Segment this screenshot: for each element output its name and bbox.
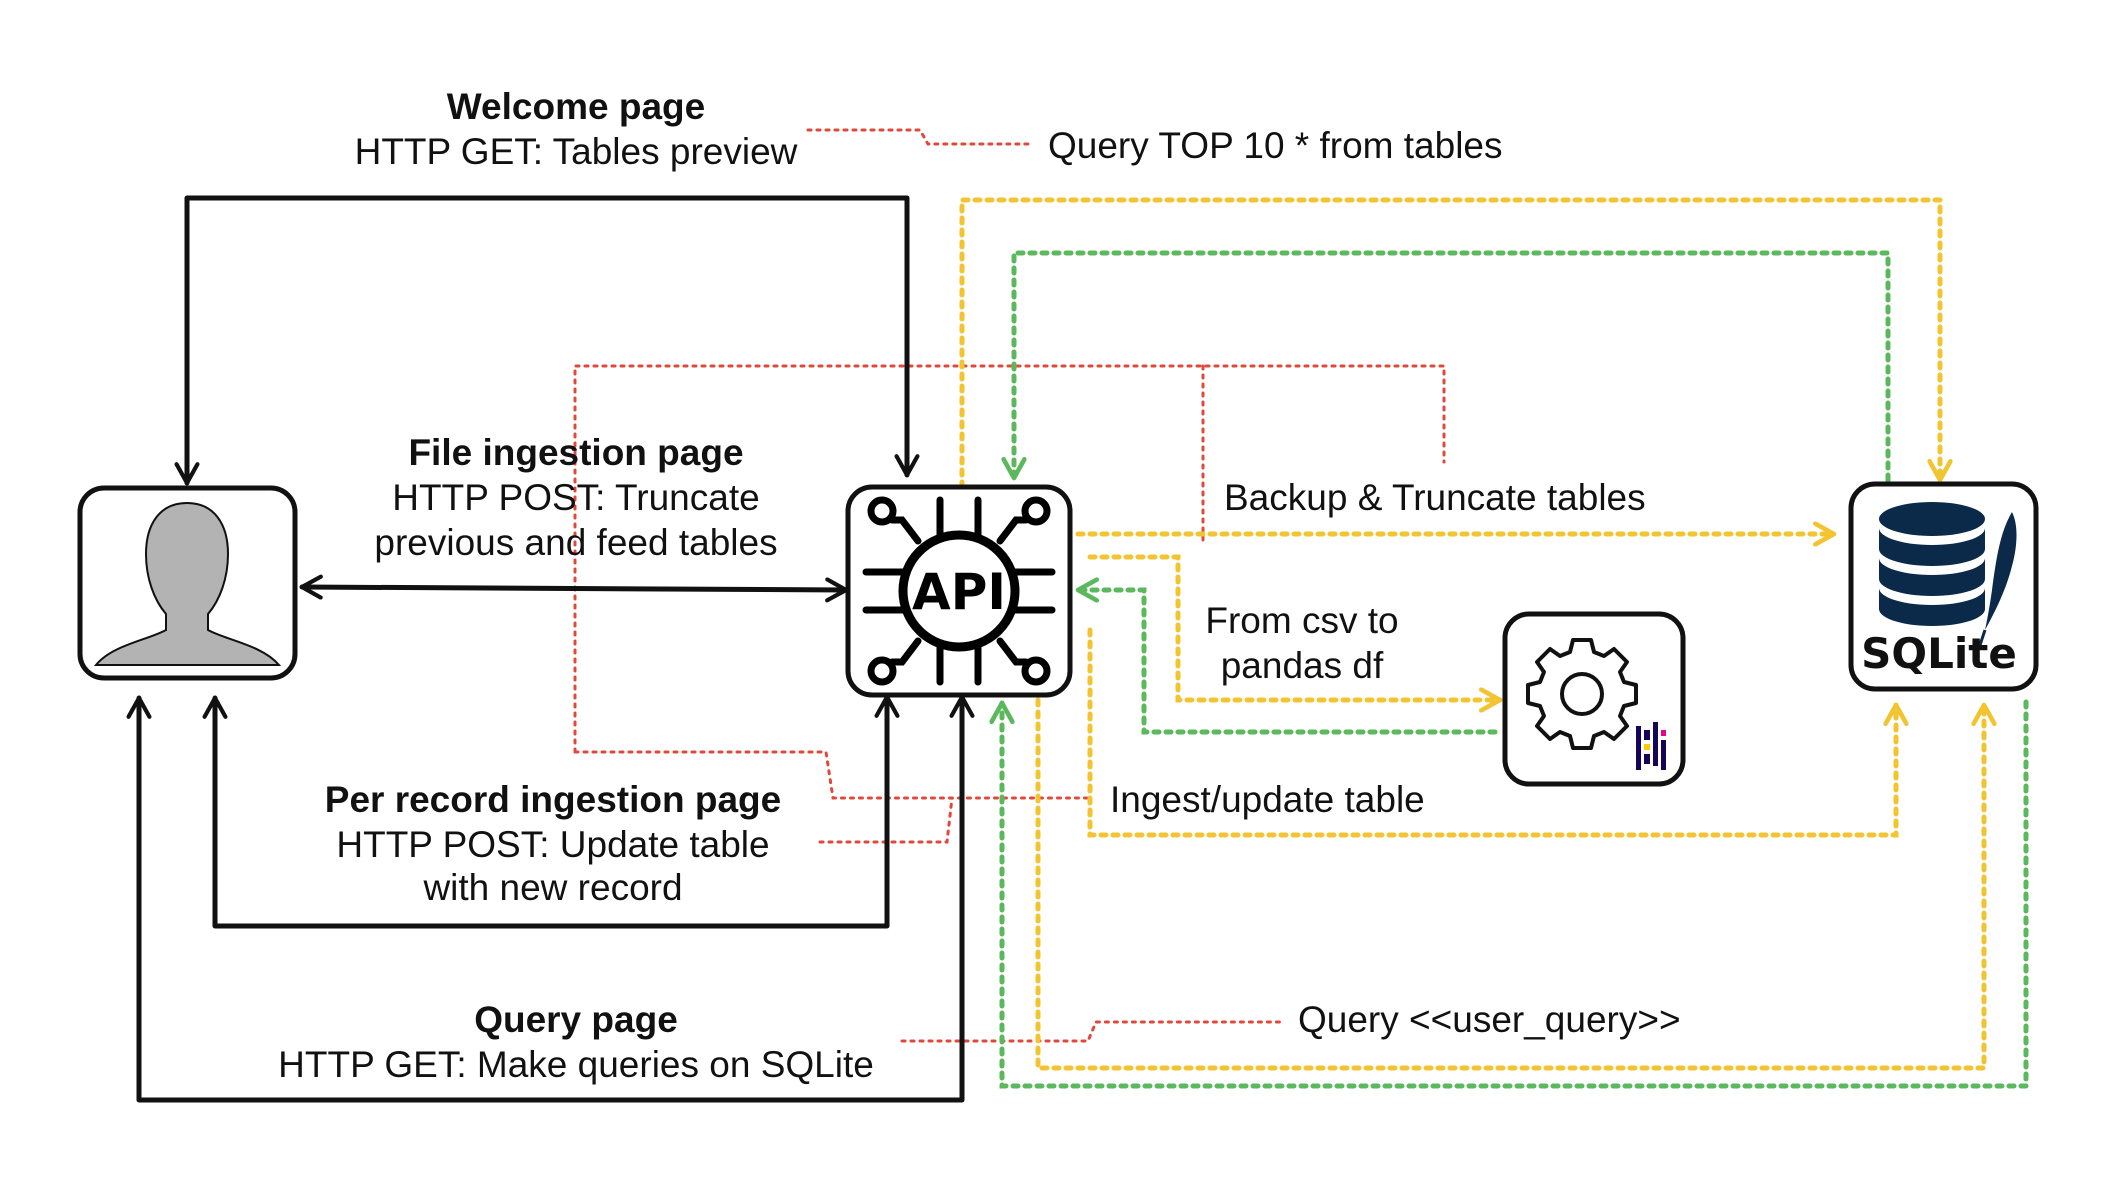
green-flows bbox=[1002, 250, 2029, 1089]
per-record-detail-line1: HTTP POST: Update table bbox=[336, 824, 769, 865]
per-record-flow bbox=[202, 694, 900, 929]
sqlite-node: SQLite bbox=[1848, 481, 2039, 692]
user-node bbox=[77, 485, 298, 681]
csv-pandas-label-line1: From csv to bbox=[1205, 600, 1398, 641]
user-query-label: Query <<user_query>> bbox=[1298, 999, 1681, 1040]
api-node: API bbox=[845, 484, 1073, 698]
api-label: API bbox=[912, 563, 1006, 621]
per-record-title: Per record ingestion page bbox=[325, 779, 781, 820]
sqlite-database-icon bbox=[1879, 502, 2017, 649]
user-query-yellow-flow bbox=[1035, 697, 1984, 1071]
api-chip-icon bbox=[862, 496, 1056, 686]
welcome-page-flow bbox=[174, 195, 920, 486]
pandas-green-flow bbox=[1075, 590, 1498, 735]
per-record-annotation-line bbox=[818, 796, 954, 844]
query-page-flow bbox=[126, 694, 975, 1103]
ingest-update-flow bbox=[1087, 627, 1896, 838]
file-ingestion-detail-line1: HTTP POST: Truncate bbox=[392, 477, 759, 518]
query-page-detail: HTTP GET: Make queries on SQLite bbox=[278, 1044, 874, 1085]
welcome-green-flow bbox=[1014, 250, 1891, 483]
query-annotation-line bbox=[900, 1020, 1287, 1043]
file-ingestion-title: File ingestion page bbox=[408, 432, 743, 473]
http-flows bbox=[126, 195, 975, 1103]
query-page-title: Query page bbox=[474, 999, 678, 1040]
per-record-detail-line2: with new record bbox=[422, 867, 682, 908]
yellow-flows bbox=[959, 197, 1984, 1071]
file-ingestion-flow bbox=[299, 574, 849, 603]
feather-icon bbox=[1985, 512, 2017, 630]
page-labels: Welcome page HTTP GET: Tables preview Fi… bbox=[278, 86, 874, 1085]
file-ingestion-detail-line2: previous and feed tables bbox=[374, 522, 777, 563]
pandas-node bbox=[1502, 611, 1686, 787]
welcome-page-detail: HTTP GET: Tables preview bbox=[355, 131, 798, 172]
user-silhouette-icon bbox=[93, 501, 282, 666]
sqlite-label: SQLite bbox=[1861, 629, 2017, 678]
operation-labels: Query TOP 10 * from tables Backup & Trun… bbox=[1048, 125, 1681, 1040]
pandas-logo-icon bbox=[1636, 722, 1666, 770]
welcome-annotation-line bbox=[806, 128, 1032, 146]
csv-pandas-flow bbox=[1087, 554, 1503, 700]
welcome-page-title: Welcome page bbox=[447, 86, 705, 127]
backup-truncate-label: Backup & Truncate tables bbox=[1224, 477, 1646, 518]
csv-pandas-label-line2: pandas df bbox=[1221, 645, 1384, 686]
query-top10-label: Query TOP 10 * from tables bbox=[1048, 125, 1503, 166]
user-query-green-flow bbox=[1002, 699, 2029, 1089]
gear-pandas-icon bbox=[1526, 638, 1666, 770]
ingest-update-label: Ingest/update table bbox=[1110, 779, 1425, 820]
welcome-yellow-flow bbox=[959, 197, 1940, 490]
